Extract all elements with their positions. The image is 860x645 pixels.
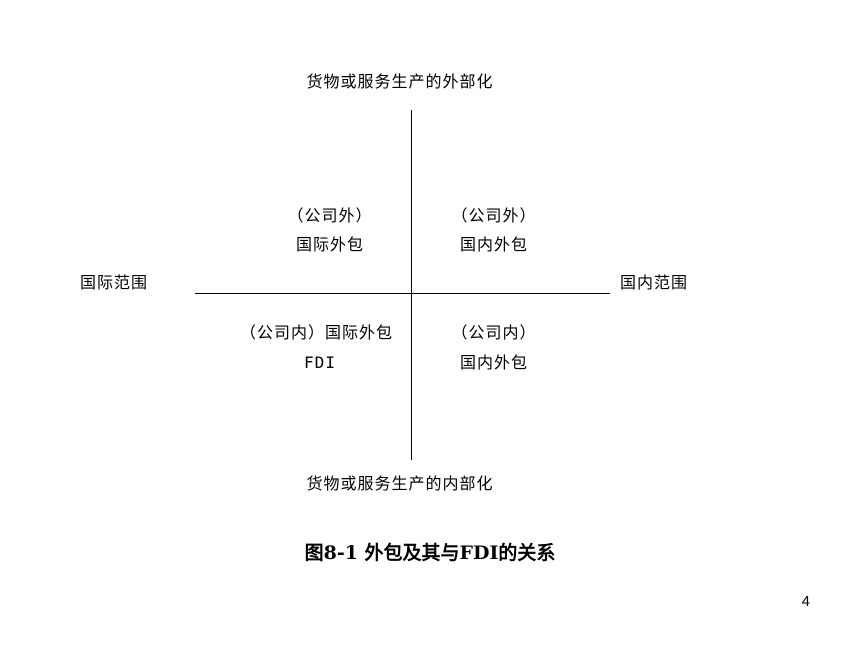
quadrant-bottom-right-line2: 国内外包 — [459, 353, 528, 372]
figure-caption: 图8-1 外包及其与FDI的关系 — [304, 542, 556, 564]
axis-label-bottom: 货物或服务生产的内部化 — [306, 474, 494, 493]
vertical-axis — [411, 110, 412, 460]
quadrant-top-right-line2: 国内外包 — [459, 235, 528, 254]
horizontal-axis — [195, 293, 610, 294]
quadrant-top-right-line1: （公司外） — [451, 206, 537, 225]
quadrant-bottom-left-line1: （公司内）国际外包 — [240, 323, 394, 342]
quadrant-bottom-right-line1: （公司内） — [451, 323, 537, 342]
axis-label-left: 国际范围 — [80, 273, 149, 292]
axis-label-right: 国内范围 — [620, 273, 689, 292]
quadrant-top-left-line2: 国际外包 — [295, 235, 364, 254]
axis-label-top: 货物或服务生产的外部化 — [306, 72, 494, 91]
page-number: 4 — [801, 593, 810, 610]
quadrant-bottom-left-line2: FDI — [304, 353, 336, 372]
quadrant-top-left-line1: （公司外） — [287, 206, 373, 225]
